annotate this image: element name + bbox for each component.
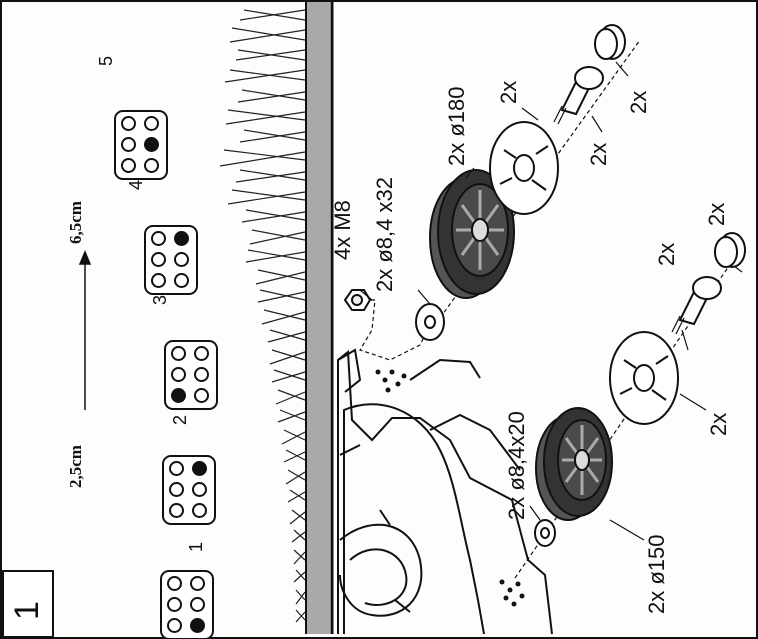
part-label-washer-lower: 2x ø8,4x20 bbox=[504, 411, 529, 520]
grass-illustration bbox=[219, 9, 306, 623]
hole-indicator bbox=[190, 576, 205, 591]
part-label-wheel-180: 2x ø180 bbox=[444, 86, 469, 167]
hole-indicator bbox=[194, 388, 209, 403]
hole-indicator bbox=[151, 231, 166, 246]
hole-indicator bbox=[174, 252, 189, 267]
hole-indicator bbox=[169, 461, 184, 476]
cap-front bbox=[714, 232, 746, 268]
hubcap-front bbox=[609, 331, 679, 425]
hole-indicator bbox=[151, 273, 166, 288]
height-panel-1 bbox=[160, 570, 214, 639]
hole-indicator bbox=[167, 576, 182, 591]
hole-indicator bbox=[144, 116, 159, 131]
step-number: 1 bbox=[8, 601, 46, 620]
washer-lower bbox=[534, 519, 556, 547]
bolt-rear bbox=[553, 66, 604, 125]
hole-indicator bbox=[169, 482, 184, 497]
height-panel-3 bbox=[164, 340, 218, 410]
hole-indicator bbox=[121, 137, 136, 152]
hole-indicator bbox=[121, 116, 136, 131]
hole-indicator bbox=[192, 482, 207, 497]
part-label-hubcap-front: 2x bbox=[706, 412, 731, 436]
hole-indicator bbox=[192, 503, 207, 518]
cap-rear bbox=[594, 24, 626, 60]
height-panel-5 bbox=[114, 110, 168, 180]
part-label-cap-rear: 2x bbox=[626, 90, 651, 114]
hole-indicator bbox=[167, 597, 182, 612]
hole-indicator bbox=[121, 158, 136, 173]
nut-m8 bbox=[343, 289, 372, 311]
height-position-number-5: 5 bbox=[96, 55, 116, 66]
max-height-label: 6,5cm bbox=[66, 201, 85, 244]
hole-indicator bbox=[169, 503, 184, 518]
part-label-cap-front: 2x bbox=[704, 202, 729, 226]
hole-indicator bbox=[171, 367, 186, 382]
height-range-arrow bbox=[78, 250, 92, 410]
hubcap-rear bbox=[489, 121, 559, 215]
wheel-150 bbox=[535, 407, 613, 521]
hole-indicator bbox=[194, 346, 209, 361]
mounting-holes bbox=[375, 369, 525, 607]
hole-indicator bbox=[171, 346, 186, 361]
active-hole-indicator bbox=[171, 388, 186, 403]
height-panel-2 bbox=[162, 455, 216, 525]
active-hole-indicator bbox=[192, 461, 207, 476]
ground-band bbox=[306, 2, 330, 634]
active-hole-indicator bbox=[174, 231, 189, 246]
part-label-washer-upper: 2x ø8,4 x32 bbox=[372, 177, 397, 292]
height-position-number-3: 3 bbox=[150, 294, 170, 305]
hole-indicator bbox=[174, 273, 189, 288]
hole-indicator bbox=[194, 367, 209, 382]
part-label-bolt-rear: 2x bbox=[586, 142, 611, 166]
washer-upper bbox=[415, 303, 445, 341]
leader-lines bbox=[359, 61, 743, 541]
height-position-number-2: 2 bbox=[170, 414, 190, 425]
hole-indicator bbox=[190, 597, 205, 612]
hole-indicator bbox=[167, 618, 182, 633]
step-number-box: 1 bbox=[2, 570, 54, 638]
min-height-label: 2,5cm bbox=[66, 445, 85, 488]
bolt-front bbox=[671, 276, 722, 335]
hole-indicator bbox=[151, 252, 166, 267]
hole-indicator bbox=[144, 158, 159, 173]
height-position-number-4: 4 bbox=[126, 179, 146, 190]
height-panel-4 bbox=[144, 225, 198, 295]
height-position-number-1: 1 bbox=[186, 541, 206, 552]
part-label-wheel-150: 2x ø150 bbox=[644, 534, 669, 615]
wheel-180 bbox=[429, 169, 515, 299]
active-hole-indicator bbox=[190, 618, 205, 633]
part-label-nut: 4x M8 bbox=[330, 200, 355, 260]
active-hole-indicator bbox=[144, 137, 159, 152]
part-label-hubcap-rear: 2x bbox=[496, 80, 521, 104]
part-label-bolt-front: 2x bbox=[654, 242, 679, 266]
